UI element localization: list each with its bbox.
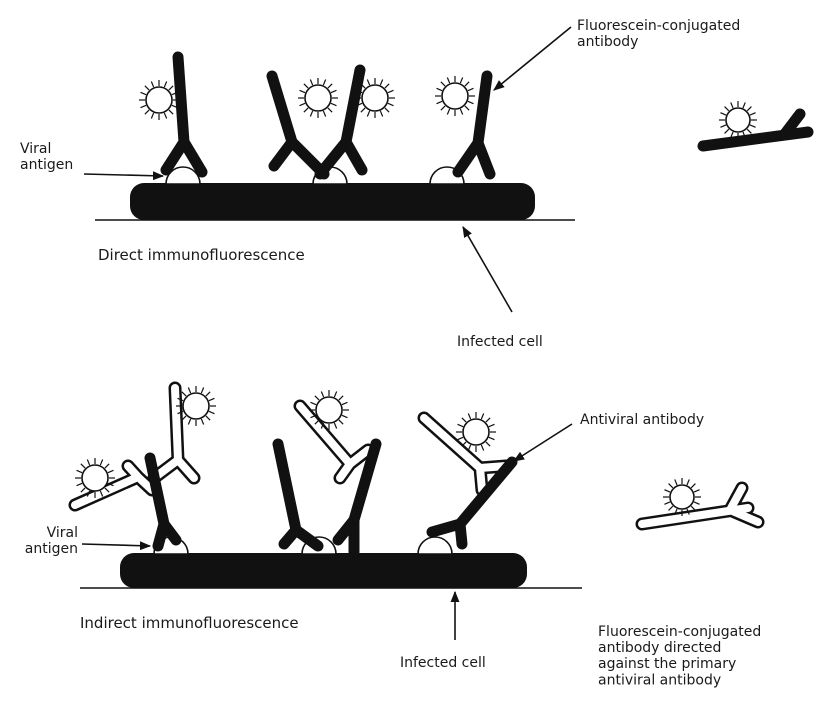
indirect-antigen-arrow [82,544,150,546]
fluorescein-label [663,478,701,516]
fluorescein-label [719,101,757,139]
fluorescein-label [435,76,475,116]
fluorescein-label [355,78,395,118]
direct-infected-cell [130,183,535,220]
direct-antigen-arrow [84,174,163,176]
indirect-antiviral-arrow [514,424,572,461]
direct-conjugated-antibody [320,70,362,174]
fluorescein-label [309,390,349,430]
indirect-antiviral-antibody [278,444,318,546]
direct-conjugate-arrow [494,27,571,90]
fluorescein-label [176,386,216,426]
direct-infected-cell-label: Infected cell [457,334,543,350]
fluorescein-label [456,412,496,452]
indirect-viral-antigen [418,537,452,554]
direct-legend-antibody [703,114,808,146]
fluorescein-label [75,458,115,498]
indirect-infected-cell-label: Infected cell [400,655,486,671]
fluorescein-label [139,80,179,120]
direct-title: Direct immunofluorescence [98,246,305,264]
direct-cell-arrow [463,227,512,312]
fluorescein-label [298,78,338,118]
indirect-infected-cell [120,553,527,588]
direct-conjugated-antibody [166,57,202,172]
indirect-antiviral-antibody [432,462,512,544]
indirect-title: Indirect immunofluorescence [80,614,299,632]
indirect-antiviral-label: Antiviral antibody [580,412,704,428]
